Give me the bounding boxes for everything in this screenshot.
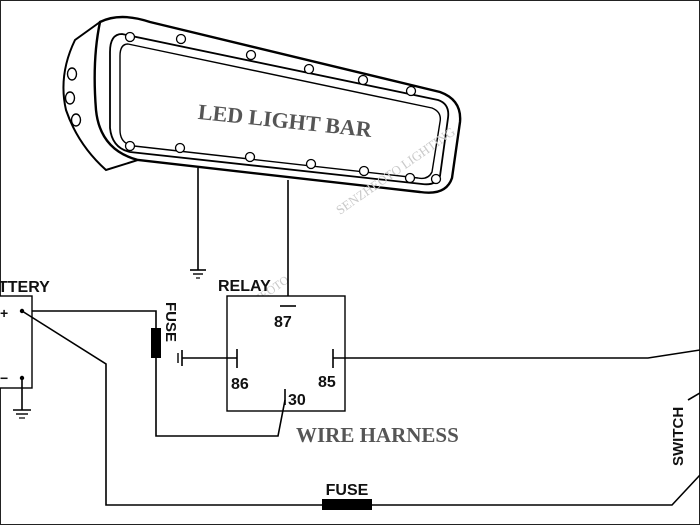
fuse-top-label: FUSE <box>162 302 179 342</box>
wire-battery-bottom <box>21 310 322 506</box>
wire-harness-label: WIRE HARNESS <box>296 423 459 447</box>
relay-pin-87-label: 87 <box>274 314 292 331</box>
led-light-bar: LED LIGHT BAR <box>62 15 462 194</box>
switch-contact <box>687 392 700 401</box>
battery-label: TTERY <box>0 279 50 296</box>
relay-pin-85-label: 85 <box>318 374 336 391</box>
relay-box <box>226 295 346 412</box>
battery-box <box>0 295 33 389</box>
fuse-top-body <box>151 328 161 358</box>
ground-symbol-top <box>190 269 206 279</box>
battery-plus-label: + <box>0 305 8 321</box>
fuse-bottom-body <box>322 499 372 510</box>
relay-pin-30-label: 30 <box>288 392 306 409</box>
fuse-bottom-label: FUSE <box>326 482 369 499</box>
relay-label: RELAY <box>218 278 271 295</box>
relay-pin-86-label: 86 <box>231 376 249 393</box>
wire-30-fuse <box>155 358 286 437</box>
switch-label: SWITCH <box>670 407 687 466</box>
wire-battery-fuse <box>22 310 157 328</box>
ground-symbol-battery <box>13 409 31 419</box>
battery-minus-label: − <box>0 370 8 386</box>
ground-symbol-86 <box>177 350 183 366</box>
wire-85-switch <box>333 349 700 359</box>
wire-bottom-switch <box>372 474 700 506</box>
